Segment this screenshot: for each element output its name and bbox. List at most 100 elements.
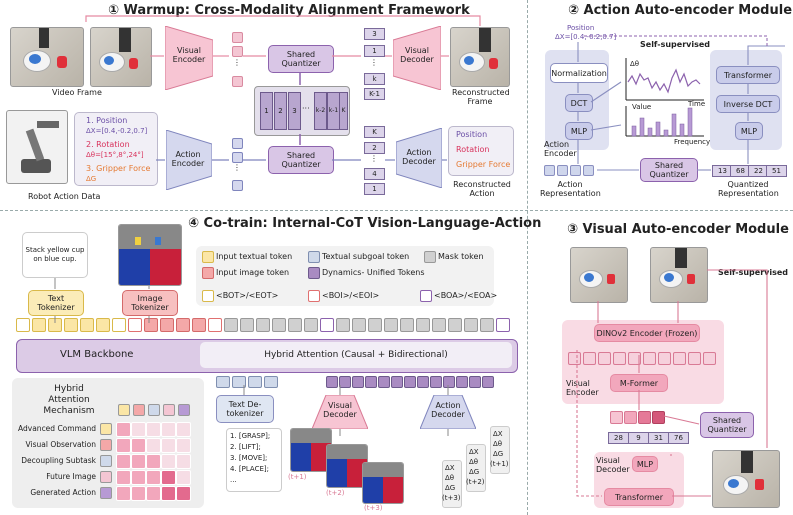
action-token: [232, 152, 243, 163]
column-swatch: [178, 404, 190, 416]
input-token: [224, 318, 238, 332]
delta-theta: Δθ: [469, 458, 479, 466]
text-tokenizer-box: Text Tokenizer: [28, 290, 84, 316]
robot-arm-image: [6, 110, 68, 184]
code-token: 2: [364, 142, 385, 154]
codebook-entry: 3: [288, 92, 301, 130]
patch-token: [673, 352, 686, 365]
column-swatch: [118, 404, 130, 416]
input-token: [16, 318, 30, 332]
input-token: [176, 318, 190, 332]
patch-token: [703, 352, 716, 365]
act-t3-label: (t+3): [442, 494, 461, 502]
row-swatch: [100, 487, 112, 499]
ellipsis-dots: ···: [302, 104, 310, 113]
action-decoder-shape: [420, 395, 476, 429]
input-token: [272, 318, 286, 332]
quantized-code: 51: [766, 165, 787, 177]
out-position: Position: [456, 130, 488, 139]
gripper-label: 3. Gripper Force: [86, 164, 151, 173]
legend: [196, 246, 494, 306]
position-label: 1. Position: [86, 116, 128, 125]
act-t1-label: (t+1): [490, 460, 509, 468]
panel-divider-horizontal: [0, 210, 793, 211]
attention-cell: [176, 486, 191, 501]
rotation-label: 2. Rotation: [86, 140, 130, 149]
action-rep-token: [544, 165, 555, 176]
patch-token: [658, 352, 671, 365]
out-rotation: Rotation: [456, 145, 490, 154]
video-frame-image: [10, 27, 84, 87]
out-gripper: Gripper Force: [456, 160, 511, 169]
action-output-t1: [490, 426, 510, 474]
action-rep-token: [557, 165, 568, 176]
text-detokenizer-box: Text De-tokenizer: [216, 395, 274, 423]
codebook-entry: 1: [260, 92, 273, 130]
patch-token: [568, 352, 581, 365]
output-params-box: [448, 126, 514, 176]
position-value: ΔX=[0.4,-0.2,0.7]: [86, 127, 148, 135]
action-encoder-label: Action Encoder: [544, 140, 577, 158]
code-token: k: [364, 73, 385, 85]
action-token: [232, 138, 243, 149]
mechanism-row-label: Future Image: [46, 472, 96, 481]
attention-cell: [176, 422, 191, 437]
ellipsis-dots: ⋮: [370, 58, 378, 67]
input-image: [118, 224, 182, 286]
dynamics-token: [456, 376, 468, 388]
target-frame-image: [650, 247, 708, 303]
self-supervised-label: Self-supervised: [718, 268, 789, 277]
t2-label: (t+2): [326, 489, 345, 497]
input-token: [304, 318, 318, 332]
legend-label: Input textual token: [216, 252, 293, 261]
dynamics-token: [378, 376, 390, 388]
attention-cell: [146, 470, 161, 485]
legend-label: Input image token: [216, 268, 290, 277]
input-token: [240, 318, 254, 332]
legend-swatch-image: [202, 267, 214, 279]
shared-quantizer-box: Shared Quantizer: [640, 158, 698, 182]
attention-cell: [116, 486, 131, 501]
subtask-item: 2. [LIFT];: [230, 443, 261, 451]
patch-token: [598, 352, 611, 365]
panel2-title: ② Action Auto-encoder Module: [568, 3, 793, 18]
attention-cell: [131, 470, 146, 485]
input-token: [144, 318, 158, 332]
row-swatch: [100, 455, 112, 467]
action-output-t2: [466, 444, 486, 492]
patch-token: [688, 352, 701, 365]
inverse-dct-box: Inverse DCT: [716, 95, 780, 113]
patch-token: [613, 352, 626, 365]
legend-swatch-bot: [202, 290, 214, 302]
panel1-title: ① Warmup: Cross-Modality Alignment Frame…: [108, 3, 470, 18]
latent-token: [652, 411, 665, 424]
latent-token: [624, 411, 637, 424]
visual-encoder-label: Visual Encoder: [566, 379, 599, 397]
input-token: [160, 318, 174, 332]
input-token: [464, 318, 478, 332]
input-token: [496, 318, 510, 332]
code-token: 3: [364, 28, 385, 40]
input-token: [384, 318, 398, 332]
visual-decoder-label: Visual Decoder: [400, 46, 434, 64]
panel4-arrows: [54, 278, 449, 436]
attention-cell: [176, 438, 191, 453]
robot-action-data-label: Robot Action Data: [28, 192, 101, 201]
input-token: [320, 318, 334, 332]
subgoal-token: [232, 376, 246, 388]
delta-x: ΔX: [493, 430, 503, 438]
shared-quantizer-bottom: Shared Quantizer: [268, 146, 334, 174]
delta-g: ΔG: [469, 468, 480, 476]
action-encoder-shape: [166, 130, 212, 190]
subtask-item: 4. [PLACE];: [230, 465, 269, 473]
input-token: [432, 318, 446, 332]
quantized-representation-label: Quantized Representation: [718, 180, 779, 198]
attention-cell: [176, 470, 191, 485]
mechanism-row-label: Advanced Command: [18, 424, 96, 433]
dynamics-token: [443, 376, 455, 388]
visual-decoder-label: Visual Decoder: [323, 401, 357, 419]
subtask-item: 3. [MOVE];: [230, 454, 268, 462]
column-swatch: [163, 404, 175, 416]
input-token: [208, 318, 222, 332]
visual-decoder-shape: [393, 26, 441, 90]
